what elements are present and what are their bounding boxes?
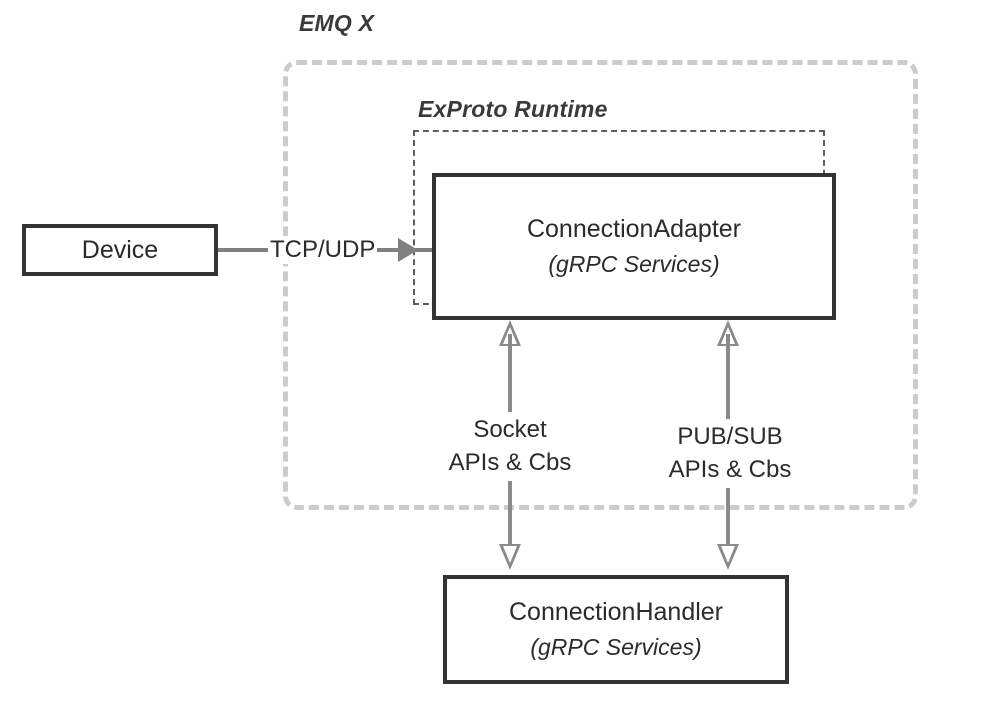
connector-pubsub-label: PUB/SUB APIs & Cbs [664, 419, 796, 489]
node-connection-adapter-title: ConnectionAdapter [526, 215, 742, 244]
arrow-up-icon [499, 320, 521, 346]
connector-pubsub-label-line1: PUB/SUB [677, 423, 783, 450]
node-connection-adapter-subtitle: (gRPC Services) [548, 251, 720, 278]
node-connection-handler-subtitle: (gRPC Services) [530, 634, 702, 661]
connector-tcp-udp-arrowhead-icon [398, 238, 418, 262]
node-device[interactable]: Device [22, 224, 218, 276]
node-connection-handler-title: ConnectionHandler [508, 598, 724, 627]
node-connection-handler[interactable]: ConnectionHandler (gRPC Services) [443, 575, 789, 684]
region-emqx [283, 60, 918, 510]
connector-socket-label-line2: APIs & Cbs [448, 448, 572, 476]
connector-tcp-udp-label: TCP/UDP [268, 236, 378, 264]
node-device-title: Device [81, 236, 159, 264]
connector-socket-label: Socket APIs & Cbs [444, 412, 576, 482]
arrow-down-icon [717, 544, 739, 570]
connector-pubsub-label-line2: APIs & Cbs [668, 455, 792, 483]
arrow-down-icon [499, 544, 521, 570]
region-exproto-runtime-label: ExProto Runtime [418, 96, 608, 122]
connector-socket-label-line1: Socket [473, 416, 547, 443]
region-emqx-label: EMQ X [299, 10, 375, 36]
node-connection-adapter[interactable]: ConnectionAdapter (gRPC Services) [432, 173, 836, 320]
